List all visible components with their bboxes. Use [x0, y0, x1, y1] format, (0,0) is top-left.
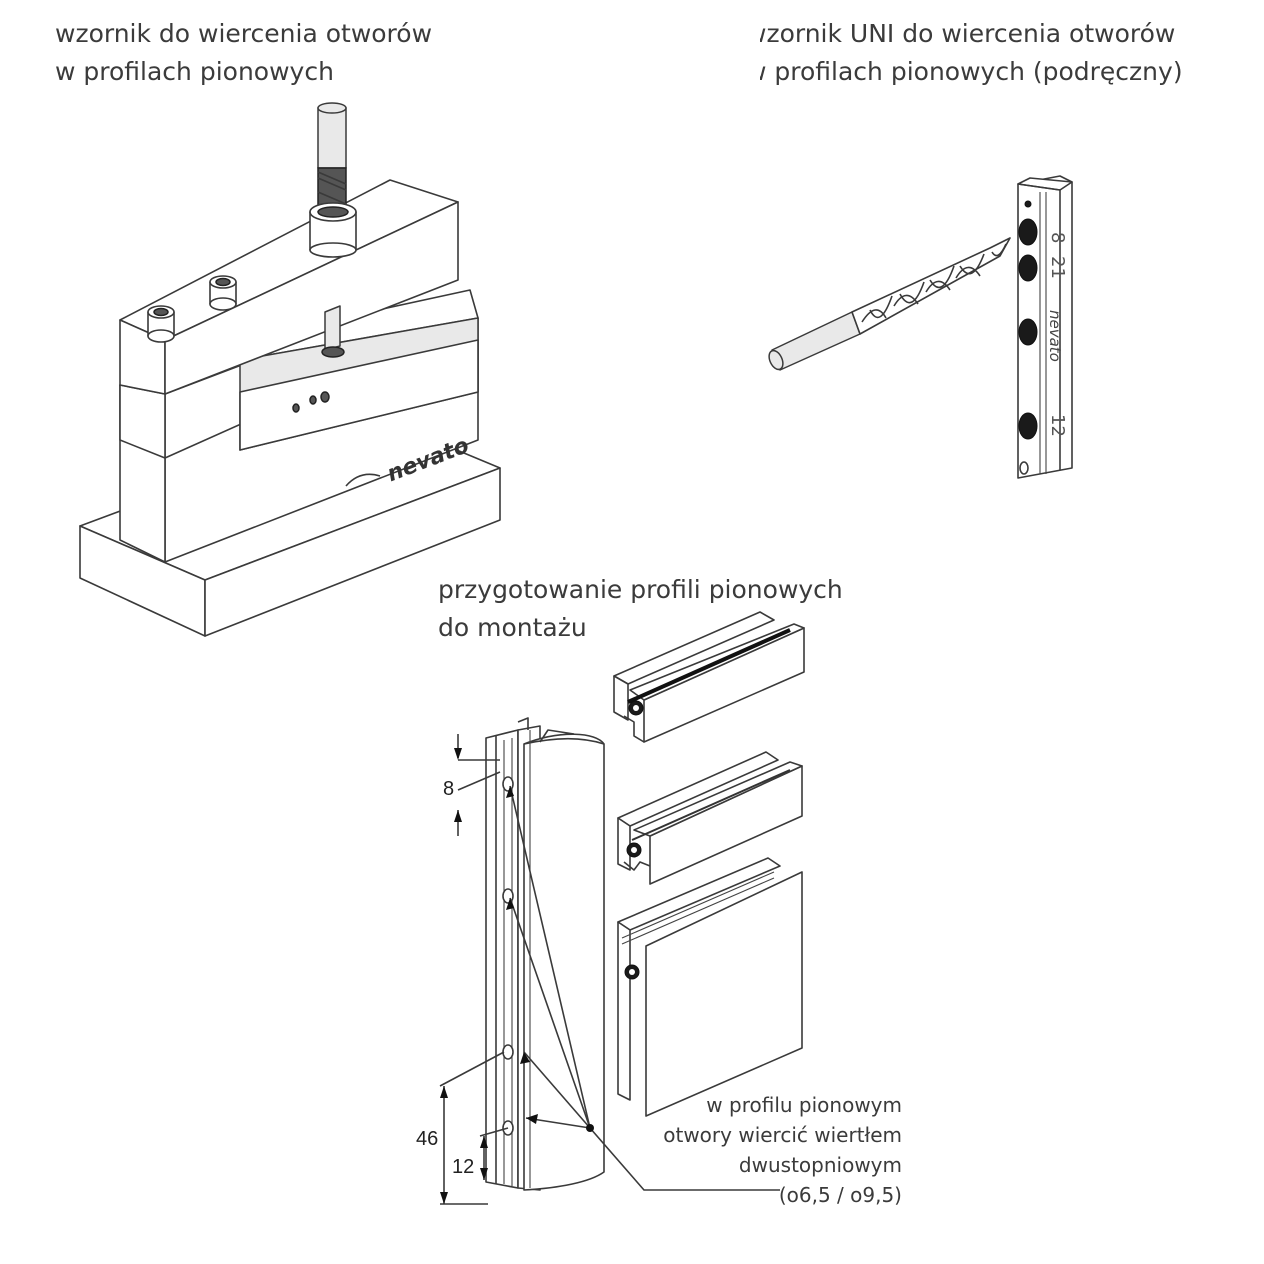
- note-line: (o6,5 / o9,5): [778, 1183, 902, 1207]
- caption-prep: przygotowanie profili pionowych do monta…: [438, 571, 843, 647]
- caption-line-1: wzornik do wiercenia otworów: [55, 19, 433, 48]
- bushing-icon: [147, 305, 175, 343]
- dimension-46: 46: [416, 1128, 439, 1150]
- caption-line-2: do montażu: [438, 613, 587, 642]
- bit-shank: [324, 305, 341, 351]
- slot-hole-icon: [292, 403, 300, 413]
- drilling-jig-left: nevato: [79, 102, 501, 637]
- caption-line-2: w profilach pionowych: [55, 57, 334, 86]
- slot-pin-icon: [320, 391, 330, 403]
- logo-swoosh-icon: [345, 473, 381, 487]
- top-bar-side: [164, 201, 459, 395]
- hole-icon: [502, 776, 514, 792]
- bushing-icon: [209, 275, 237, 311]
- hole-icon: [502, 1044, 514, 1060]
- dimension-12: 12: [452, 1156, 475, 1178]
- drill-bit-icon: [768, 237, 1011, 371]
- scale-mark: 21: [1047, 256, 1068, 279]
- caption-jig-left: wzornik do wiercenia otworów w profilach…: [55, 15, 432, 91]
- caption-jig-right: wzornik UNI do wiercenia otworów w profi…: [760, 15, 1200, 91]
- bushing-hole-icon: [321, 346, 345, 358]
- scale-mark: 12: [1047, 414, 1068, 437]
- uni-jig: 8 21 12 nevato: [768, 175, 1073, 479]
- uni-hole-icon: [1018, 318, 1038, 346]
- uni-hole-icon: [1018, 218, 1038, 246]
- dimension-8: 8: [443, 778, 455, 800]
- note-line: otwory wiercić wiertłem: [663, 1123, 902, 1147]
- caption-line-2: w profilach pionowych (podręczny): [760, 57, 1183, 86]
- nevato-logo: nevato: [1046, 310, 1064, 362]
- profile-section-2: [617, 751, 803, 885]
- drill-bit-icon: [309, 102, 357, 258]
- caption-line-1: wzornik UNI do wiercenia otworów: [760, 19, 1176, 48]
- vertical-profile: [439, 717, 780, 1205]
- panel: [645, 871, 803, 1117]
- uni-hole-icon: [1018, 412, 1038, 440]
- uni-hole-icon: [1018, 254, 1038, 282]
- uni-bar: [1017, 175, 1073, 479]
- caption-line-1: przygotowanie profili pionowych: [438, 575, 843, 604]
- note-line: w profilu pionowym: [706, 1093, 902, 1117]
- slot-floor: [239, 339, 479, 451]
- note-line: dwustopniowym: [738, 1153, 902, 1177]
- profile-section-3: [617, 857, 803, 1117]
- profile-section-1: [613, 611, 805, 743]
- slot-hole-icon: [309, 395, 317, 405]
- scale-mark: 8: [1047, 232, 1068, 243]
- drilling-note: w profilu pionowym otwory wiercić wiertł…: [663, 1090, 902, 1210]
- base-side: [204, 467, 501, 637]
